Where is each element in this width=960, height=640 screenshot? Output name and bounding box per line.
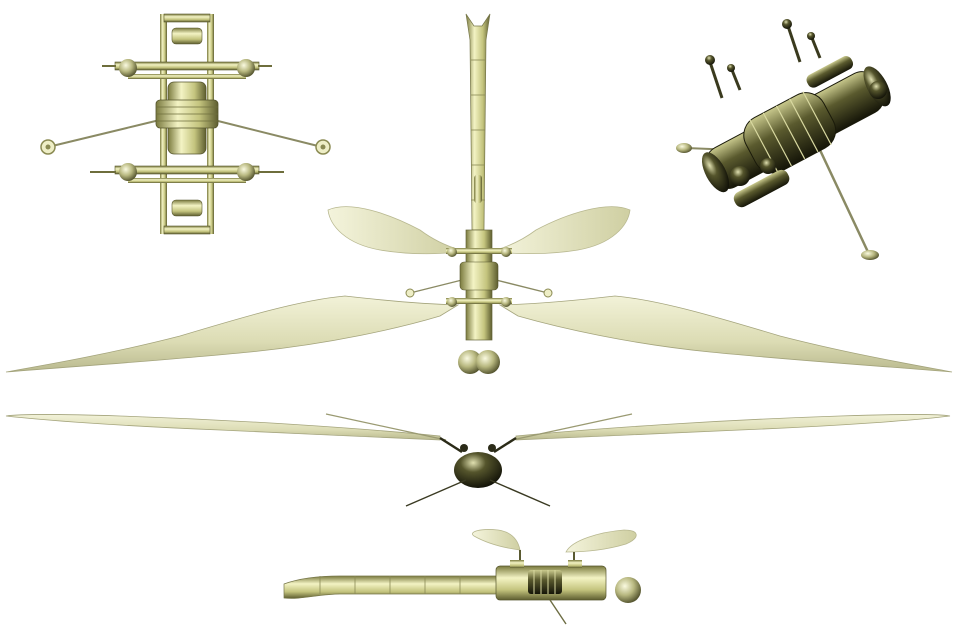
fore-wing-side-view <box>472 529 521 551</box>
wing-left-front-view <box>5 414 441 441</box>
top-view-mechanism <box>40 13 331 235</box>
head-eye-right <box>476 350 500 374</box>
hind-wing-side-view <box>565 529 637 553</box>
body-front-view <box>454 452 502 488</box>
perspective-view-mechanism <box>676 19 891 260</box>
head-eye-left <box>458 350 482 374</box>
head-side-view <box>615 577 641 603</box>
tail-side-view <box>283 575 501 599</box>
front-view-dragonfly <box>5 413 951 507</box>
tail-top-view <box>465 13 491 231</box>
fore-wing-right-top-view <box>495 206 631 255</box>
fore-wing-left-top-view <box>327 206 461 255</box>
top-view-dragonfly <box>5 13 953 374</box>
side-view-dragonfly <box>283 529 641 625</box>
hind-wing-right-top-view <box>498 295 953 373</box>
hind-wing-left-top-view <box>5 295 460 373</box>
wing-right-front-view <box>515 414 951 441</box>
